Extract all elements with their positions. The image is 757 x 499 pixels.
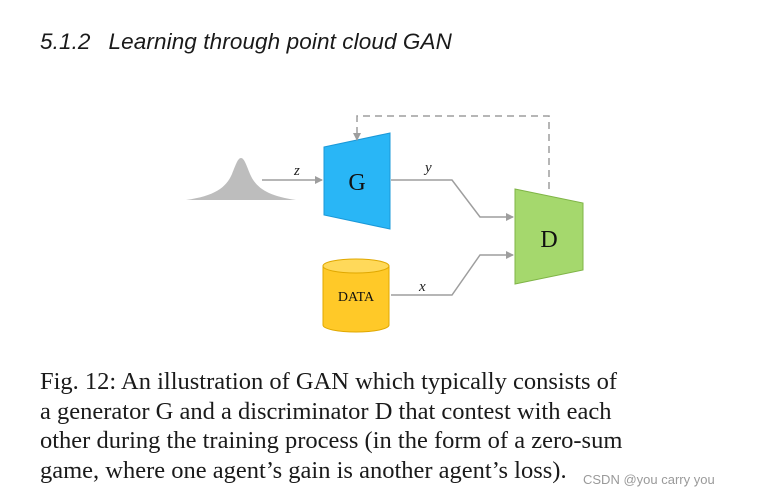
caption-line-4: game, where one agent’s gain is another … [40, 456, 567, 484]
gan-diagram: z G y DATA x D [186, 115, 584, 333]
data-cylinder [322, 258, 390, 333]
figure-caption: Fig. 12: An illustration of GAN which ty… [40, 367, 740, 485]
generated-label-y: y [423, 160, 432, 176]
section-heading: 5.1.2 Learning through point cloud GAN [40, 29, 452, 55]
watermark: CSDN @you carry you [583, 472, 715, 487]
generator-block [323, 132, 391, 230]
noise-label-z: z [293, 163, 300, 179]
generator-label: G [348, 170, 365, 196]
discriminator-label: D [540, 227, 557, 253]
section-number: 5.1.2 [40, 29, 91, 54]
data-label: DATA [338, 290, 375, 305]
caption-line-2: a generator G and a discriminator D that… [40, 397, 612, 425]
real-label-x: x [418, 279, 426, 295]
feedback-dashed-arrow [353, 115, 550, 189]
caption-line-1: Fig. 12: An illustration of GAN which ty… [40, 368, 618, 395]
data-to-discriminator-arrow [391, 251, 514, 296]
caption-line-3: other during the training process (in th… [40, 427, 623, 454]
discriminator-block [514, 188, 584, 285]
section-title: Learning through point cloud GAN [108, 29, 452, 54]
noise-distribution-shape [186, 158, 296, 200]
generator-to-discriminator-arrow [391, 179, 514, 221]
